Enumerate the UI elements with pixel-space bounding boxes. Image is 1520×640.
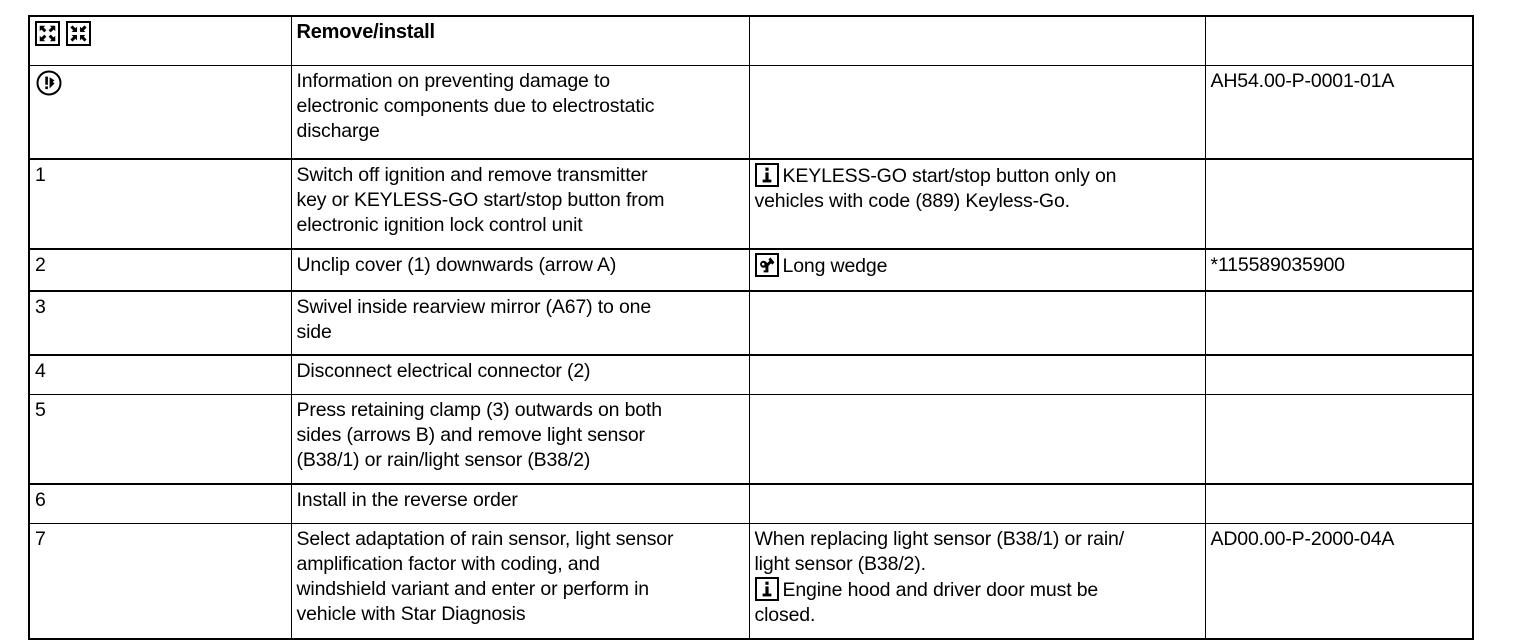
reference-cell [1204,290,1474,356]
note-cell: Long wedge [748,248,1206,292]
description-cell: Swivel inside rearview mirror (A67) to o… [290,290,750,356]
table-row: 7 Select adaptation of rain sensor, ligh… [28,523,1474,640]
description-cell: Press retaining clamp (3) outwards on bo… [290,394,750,485]
info-i-icon [754,163,779,187]
header-note-cell [748,15,1206,66]
step-number: 5 [35,399,46,421]
reference-cell [1204,354,1474,395]
step-number-cell: 6 [28,483,292,524]
step-number: 6 [35,489,46,511]
info-i-icon [754,577,779,601]
header-reference-cell [1204,15,1474,66]
reference-cell: AD00.00-P-2000-04A [1204,523,1474,640]
step-number-cell: 5 [28,394,292,485]
step-number-cell [28,65,292,160]
wrench-tool-icon [754,253,779,277]
step-number-cell: 1 [28,158,292,250]
step-number-cell: 2 [28,248,292,292]
description-cell: Switch off ignition and remove transmitt… [290,158,750,250]
description-cell: Install in the reverse order [290,483,750,524]
document-page: Remove/install [28,15,1474,640]
description-text: Select adaptation of rain sensor, light … [296,528,674,625]
note-cell: When replacing light sensor (B38/1) or r… [748,523,1206,640]
reference-cell [1204,483,1474,524]
reference-cell: *115589035900 [1204,248,1474,292]
step-number: 1 [35,164,46,186]
description-text: Swivel inside rearview mirror (A67) to o… [296,296,652,343]
table-row: 3 Swivel inside rearview mirror (A67) to… [28,290,1474,356]
expand-arrows-outward-icon [35,21,60,46]
step-number: 2 [35,254,46,276]
step-number-cell: 7 [28,523,292,640]
description-text: Install in the reverse order [296,489,518,511]
procedure-table: Remove/install [28,15,1474,640]
description-cell: Disconnect electrical connector (2) [290,354,750,395]
description-cell: Select adaptation of rain sensor, light … [290,523,750,640]
step-number-cell: 4 [28,354,292,395]
reference-cell [1204,158,1474,250]
header-icons-cell [28,15,292,66]
table-row: Information on preventing damage to elec… [28,65,1474,160]
note-cell [748,483,1206,524]
header-title-cell: Remove/install [290,15,750,66]
step-number: 7 [35,528,46,550]
table-row: 6 Install in the reverse order [28,483,1474,524]
reference-text: AD00.00-P-2000-04A [1210,528,1395,550]
description-cell: Unclip cover (1) downwards (arrow A) [290,248,750,292]
table-row: 2 Unclip cover (1) downwards (arrow A) L… [28,248,1474,292]
page-title: Remove/install [296,21,436,43]
note-text-primary: When replacing light sensor (B38/1) or r… [754,528,1125,575]
note-cell [748,354,1206,395]
description-text: Disconnect electrical connector (2) [296,360,591,382]
table-header-row: Remove/install [28,15,1474,66]
table-row: 1 Switch off ignition and remove transmi… [28,158,1474,250]
description-text: Switch off ignition and remove transmitt… [296,164,665,236]
step-number: 4 [35,360,46,382]
note-cell [748,290,1206,356]
table-row: 5 Press retaining clamp (3) outwards on … [28,394,1474,485]
description-text: Unclip cover (1) downwards (arrow A) [296,254,617,276]
reference-cell [1204,394,1474,485]
note-cell: KEYLESS-GO start/stop button only on veh… [748,158,1206,250]
reference-text: *115589035900 [1210,254,1345,276]
description-text: Information on preventing damage to elec… [296,70,655,142]
step-number-cell: 3 [28,290,292,356]
description-text: Press retaining clamp (3) outwards on bo… [296,399,663,471]
note-cell [748,65,1206,160]
esd-warning-circle-icon [35,69,63,97]
reference-cell: AH54.00-P-0001-01A [1204,65,1474,160]
note-text: KEYLESS-GO start/stop button only on veh… [754,165,1117,212]
reference-text: AH54.00-P-0001-01A [1210,70,1395,92]
note-text-secondary: Engine hood and driver door must be clos… [754,579,1099,626]
table-row: 4 Disconnect electrical connector (2) [28,354,1474,395]
note-text: Long wedge [782,255,888,277]
header-icon-group [35,20,286,49]
note-cell [748,394,1206,485]
collapse-arrows-inward-icon [66,21,91,46]
description-cell: Information on preventing damage to elec… [290,65,750,160]
step-number: 3 [35,296,46,318]
